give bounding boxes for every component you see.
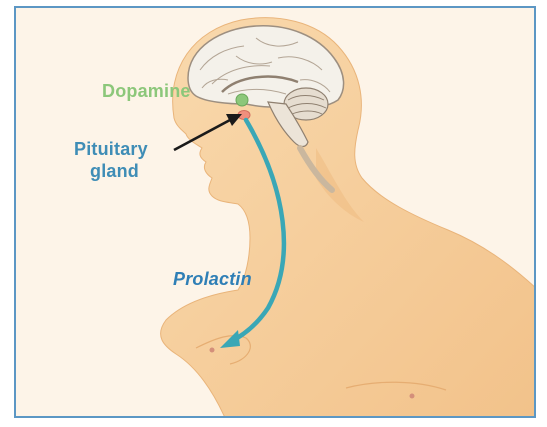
pituitary-label-line2: gland [74, 160, 148, 182]
pituitary-label-line1: Pituitary [74, 138, 148, 160]
right-nipple [410, 394, 415, 399]
prolactin-label: Prolactin [173, 269, 252, 290]
dopamine-label: Dopamine [102, 81, 191, 102]
anatomy-illustration [16, 8, 536, 418]
left-nipple [210, 348, 215, 353]
hypothalamus [236, 94, 248, 106]
pituitary-gland-label: Pituitary gland [74, 138, 148, 182]
diagram-frame: Dopamine Pituitary gland Prolactin [14, 6, 536, 418]
